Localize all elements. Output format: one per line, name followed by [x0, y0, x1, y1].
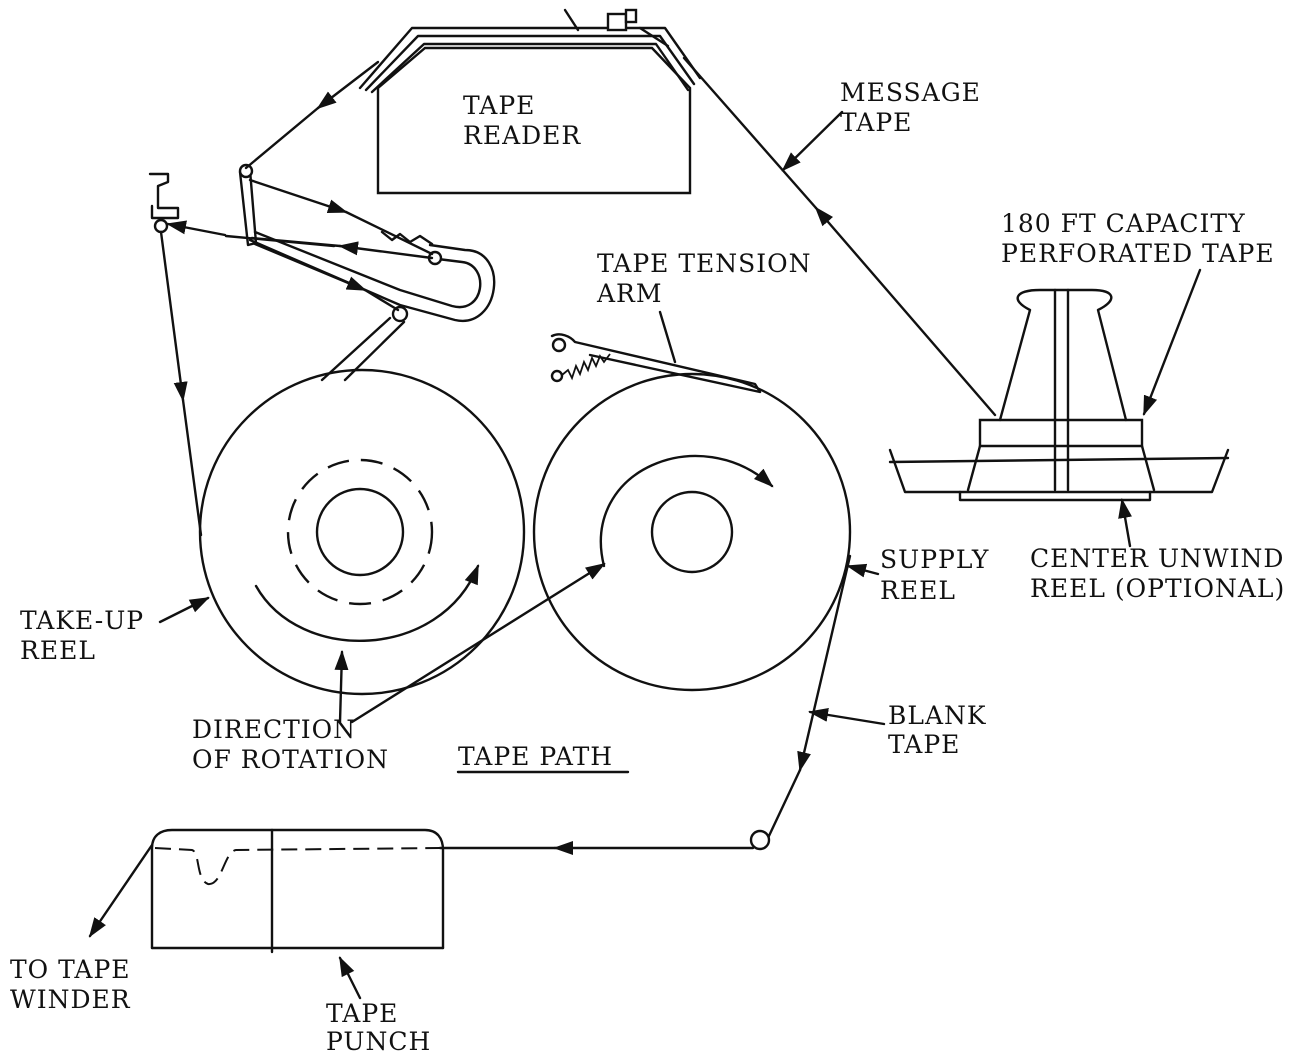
- reader-exit-tape: [316, 60, 380, 110]
- label-tape-reader-line2: READER: [463, 121, 581, 150]
- label-direction-line2: OF ROTATION: [192, 745, 389, 774]
- guide-arm-assembly: [238, 163, 496, 382]
- label-blank-tape-line2: TAPE: [888, 730, 960, 759]
- label-center-unwind-line2: REEL (OPTIONAL): [1030, 574, 1285, 603]
- message-tape-line: [814, 206, 997, 417]
- label-tension-arm-line2: ARM: [596, 279, 662, 308]
- label-tape-punch-line1: TAPE: [326, 999, 398, 1028]
- label-direction-line1: DIRECTION: [192, 715, 356, 744]
- tape-tension-arm: [550, 333, 762, 394]
- label-capacity-line1: 180 FT CAPACITY: [1001, 209, 1246, 238]
- take-up-reel: [198, 368, 526, 696]
- label-center-unwind-line1: CENTER UNWIND: [1030, 544, 1284, 573]
- label-takeup-reel-line1: TAKE-UP: [20, 606, 144, 635]
- label-supply-reel-line1: SUPPLY: [880, 545, 989, 574]
- label-to-winder-line2: WINDER: [10, 985, 131, 1014]
- label-tape-punch-line2: PUNCH: [326, 1027, 431, 1056]
- tape-punch: [88, 828, 445, 954]
- supply-reel: [532, 372, 852, 692]
- label-tape-reader-line1: TAPE: [463, 91, 535, 120]
- label-capacity-line2: PERFORATED TAPE: [1001, 239, 1275, 268]
- label-tension-arm-line1: TAPE TENSION: [597, 249, 812, 278]
- label-message-tape-line2: TAPE: [840, 108, 912, 137]
- blank-tape-path: [438, 554, 852, 855]
- label-to-winder-line1: TO TAPE: [10, 955, 131, 984]
- label-tape-path: TAPE PATH: [458, 742, 613, 771]
- label-supply-reel-line2: REEL: [880, 576, 956, 605]
- label-takeup-reel-line2: REEL: [20, 636, 96, 665]
- label-message-tape-line1: MESSAGE: [840, 78, 981, 107]
- tape-reader: [358, 8, 702, 195]
- left-tape-guide: [148, 172, 336, 537]
- center-unwind-reel: [888, 288, 1230, 502]
- callout-leaders: [158, 110, 1202, 1000]
- label-blank-tape-line1: BLANK: [888, 701, 987, 730]
